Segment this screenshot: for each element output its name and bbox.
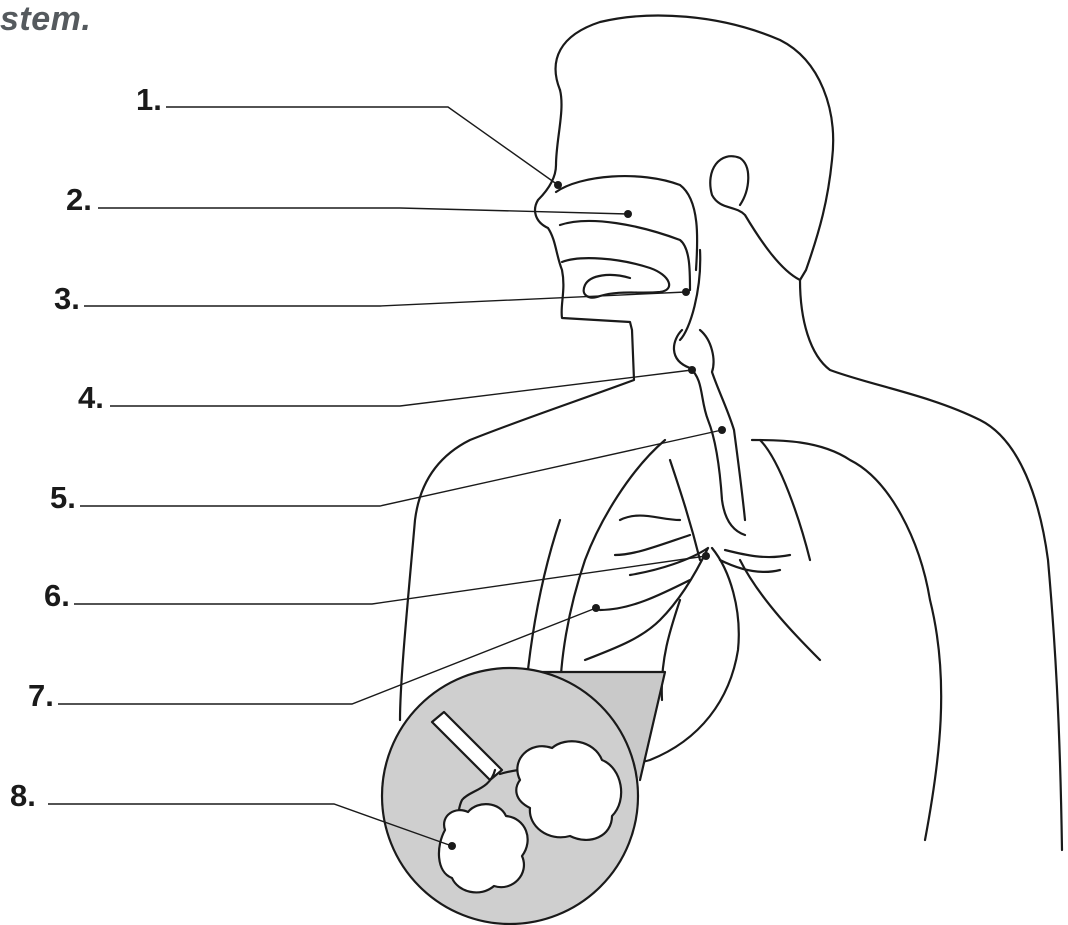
face-outline	[400, 90, 634, 720]
torso-right	[752, 440, 941, 840]
pointer-dot-6	[702, 552, 710, 560]
pointer-dot-2	[624, 210, 632, 218]
bronchial-tree	[585, 460, 790, 700]
leader-line-4	[110, 370, 692, 406]
label-7: 7.	[28, 680, 54, 711]
label-3: 3.	[54, 283, 80, 314]
leader-line-2	[98, 208, 628, 214]
leader-line-3	[84, 292, 686, 306]
pointer-dot-7	[592, 604, 600, 612]
neck-right	[680, 250, 1062, 850]
leader-line-1	[166, 107, 558, 185]
leader-line-5	[80, 430, 722, 506]
pointer-dot-5	[718, 426, 726, 434]
nasal-cavity	[556, 176, 697, 290]
label-5: 5.	[50, 482, 76, 513]
label-4: 4.	[78, 382, 104, 413]
pointer-dot-8	[448, 842, 456, 850]
label-8: 8.	[10, 780, 36, 811]
leader-line-6	[74, 556, 706, 604]
pointer-dot-3	[682, 288, 690, 296]
pointer-dot-1	[554, 181, 562, 189]
pointer-dot-4	[688, 366, 696, 374]
label-2: 2.	[66, 184, 92, 215]
label-6: 6.	[44, 580, 70, 611]
right-lung	[740, 440, 820, 660]
mouth	[562, 258, 669, 297]
label-1: 1.	[136, 84, 162, 115]
head-outline	[556, 16, 834, 280]
